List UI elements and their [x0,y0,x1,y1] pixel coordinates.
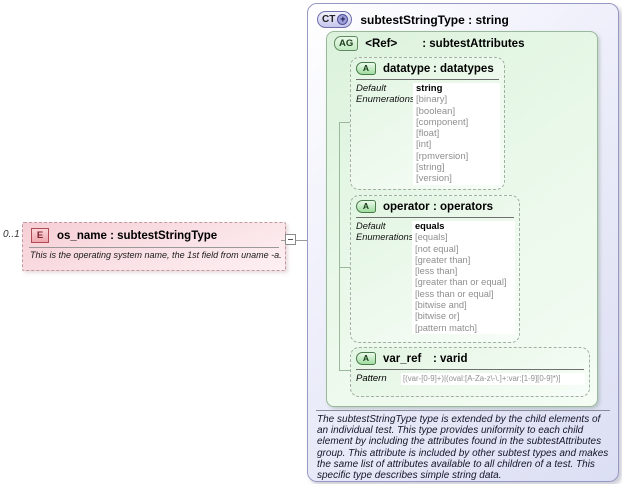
enum-value: [greater than] [415,254,471,265]
attribute-box-operator: A operator: operators Default Enumeratio… [350,195,520,343]
attribute-separator [356,369,584,370]
attribute-badge: A [356,352,376,365]
attribute-badge: A [356,200,376,213]
attribute-connector-spine [339,122,340,370]
attribute-box-var-ref: A var_ref : varid Pattern [(var-[0-9]+)|(… [350,347,590,397]
attribute-facet-table: Default Enumerations string [binary][boo… [351,80,504,185]
element-badge: E [31,228,49,243]
pattern-value: [(var-[0-9]+)|(oval:[A-Za-z\-\.]+:var:[1… [401,373,585,385]
attribute-box-datatype: A datatype: datatypes Default Enumeratio… [350,57,505,190]
enumeration-list: [binary][boolean][component][float][int]… [416,94,500,184]
expand-plus-icon[interactable]: + [337,14,349,25]
attribute-separator [356,79,499,80]
enum-value: [rpmversion] [416,150,469,162]
attribute-title: datatype: datatypes [383,63,494,75]
facet-labels: Default Enumerations [356,221,414,334]
attribute-name: datatype [383,62,431,75]
element-box-os-name: E os_name : subtestStringType This is th… [22,222,286,271]
attribute-title: operator: operators [383,201,493,213]
attribute-header: A datatype: datatypes [351,58,504,77]
enumeration-list: [equals][not equal][greater than][less t… [415,232,515,334]
enum-value: [component] [416,116,469,128]
attribute-connector-stub [339,267,350,268]
enum-value: [binary] [416,94,448,106]
enum-value: [bitwise and] [415,300,467,311]
pattern-label: Pattern [356,373,387,384]
enum-value: [float] [416,128,440,140]
enum-value: [bitwise or] [415,311,460,322]
attribute-connector-stub [339,370,350,371]
attribute-group-box: AG <Ref>: subtestAttributes A datatype: … [326,31,598,407]
enum-value: [version] [416,173,452,185]
default-value: equals [415,221,445,231]
attribute-group-type: : subtestAttributes [422,37,525,50]
facet-values: equals [equals][not equal][greater than]… [412,221,515,334]
attribute-connector-stub [339,122,350,123]
enumerations-label: Enumerations [356,232,414,243]
enum-value: [int] [416,139,432,151]
default-label: Default [356,83,387,94]
complex-type-badge: CT+ [317,11,353,28]
attribute-facet-table: Default Enumerations equals [equals][not… [351,218,519,334]
enum-value: [pattern match] [415,322,478,333]
enum-value: [less than] [415,266,458,277]
attribute-type: : operators [433,200,494,213]
documentation-text: The subtestStringType type is extended b… [317,414,609,482]
element-header: E os_name : subtestStringType [23,223,285,245]
element-title: os_name : subtestStringType [57,230,217,242]
attribute-name: operator [383,200,430,213]
attribute-group-title: <Ref> : subtestAttributes [365,38,524,50]
attribute-group-badge: AG [334,36,359,51]
attribute-badge: A [356,62,376,75]
element-separator [29,247,279,248]
complex-type-title: subtestStringType : string [360,12,509,27]
attribute-separator [356,217,514,218]
enum-value: [less than or equal] [415,288,494,299]
element-name: os_name [57,229,107,242]
complex-type-box: CT+ subtestStringType : string AG <Ref>:… [307,3,619,482]
enum-value: [equals] [415,232,448,243]
attribute-facet-table: Pattern [(var-[0-9]+)|(oval:[A-Za-z\-\.]… [351,370,589,385]
collapse-toggle-icon[interactable] [285,234,296,245]
enum-value: [string] [416,162,445,174]
attribute-header: A var_ref : varid [351,348,589,367]
enumerations-label: Enumerations [356,94,415,106]
attribute-type: : varid [433,352,468,365]
complex-type-header: CT+ subtestStringType : string [317,11,509,28]
enum-value: [boolean] [416,105,456,117]
attribute-title: var_ref : varid [383,353,468,365]
attribute-type: : datatypes [433,62,494,75]
complex-type-badge-label: CT [322,14,336,25]
attribute-header: A operator: operators [351,196,519,215]
attribute-group-ref: <Ref> [365,37,398,50]
cardinality-label: 0..1 [3,229,20,240]
facet-values: string [binary][boolean][component][floa… [413,83,500,185]
element-annotation: This is the operating system name, the 1… [30,250,282,260]
attribute-name: var_ref [383,352,422,365]
attribute-group-header: AG <Ref> : subtestAttributes [334,36,524,51]
enum-value: [not equal] [415,243,459,254]
documentation-separator [316,410,610,411]
enum-value: [greater than or equal] [415,277,507,288]
facet-labels: Default Enumerations [356,83,415,185]
default-value: string [416,83,443,94]
default-label: Default [356,221,386,231]
element-type: : subtestStringType [110,229,218,242]
